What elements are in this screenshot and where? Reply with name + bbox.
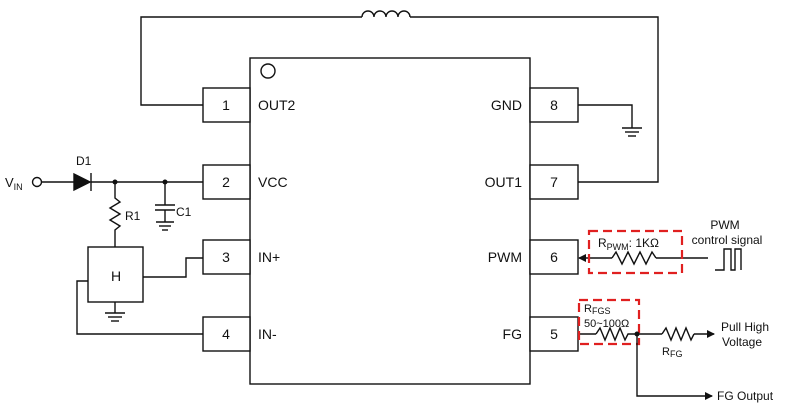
rfgs-label: RFGS bbox=[584, 303, 610, 316]
rpwm-label: RPWM: 1KΩ bbox=[598, 236, 659, 252]
svg-text:3: 3 bbox=[222, 249, 230, 265]
pin-5-label: FG bbox=[503, 326, 522, 342]
rpwm-resistor-icon bbox=[611, 250, 657, 266]
svg-text:2: 2 bbox=[222, 174, 230, 190]
pin-2: 2 VCC bbox=[202, 164, 288, 200]
in-plus-wire bbox=[143, 257, 203, 278]
rfgs-highlight-box bbox=[577, 298, 641, 346]
svg-text:4: 4 bbox=[222, 326, 230, 342]
pull-high-label-2: Voltage bbox=[722, 335, 762, 349]
svg-text:1: 1 bbox=[222, 97, 230, 113]
vin-label: VIN bbox=[5, 175, 23, 192]
pwm-signal-label-2: control signal bbox=[692, 233, 763, 247]
pin-8: 8 GND bbox=[491, 87, 579, 123]
pin-6: 6 PWM bbox=[488, 239, 579, 275]
rfgs-resistor-icon bbox=[595, 326, 637, 342]
vin-terminal bbox=[31, 176, 43, 188]
pin-1-label: OUT2 bbox=[258, 97, 296, 113]
motor-coil-wire bbox=[140, 10, 659, 183]
rfgs-value: 50~100Ω bbox=[584, 318, 629, 330]
pull-high-label-1: Pull High bbox=[721, 320, 769, 334]
hall-sensor bbox=[87, 246, 144, 303]
svg-text:6: 6 bbox=[550, 249, 558, 265]
pwm-signal-label-1: PWM bbox=[710, 218, 739, 232]
c1-label: C1 bbox=[176, 205, 192, 219]
inductor-icon bbox=[361, 10, 411, 18]
hall-label: H bbox=[111, 268, 121, 284]
pin-3: 3 IN+ bbox=[202, 239, 280, 275]
pin-4: 4 IN- bbox=[202, 316, 277, 352]
ic-body bbox=[249, 57, 531, 385]
pin-7-label: OUT1 bbox=[485, 174, 523, 190]
gnd-pin8-wire bbox=[578, 104, 633, 128]
diode-d1-icon bbox=[73, 172, 92, 192]
capacitor-c1-icon bbox=[155, 182, 175, 231]
hall-ground-icon bbox=[105, 302, 125, 322]
svg-text:8: 8 bbox=[550, 97, 558, 113]
pwm-signal-icon bbox=[715, 248, 742, 271]
pin1-marker bbox=[260, 63, 276, 79]
pin-5: 5 FG bbox=[503, 316, 579, 352]
r1-label: R1 bbox=[125, 209, 141, 223]
pin-4-label: IN- bbox=[258, 326, 277, 342]
pin-2-label: VCC bbox=[258, 174, 288, 190]
fg-output-label: FG Output bbox=[717, 389, 774, 403]
pin-3-label: IN+ bbox=[258, 249, 280, 265]
rpwm-highlight-box bbox=[587, 229, 684, 275]
rfg-resistor-icon bbox=[661, 326, 695, 342]
pin-8-label: GND bbox=[491, 97, 522, 113]
rfg-label: RFG bbox=[662, 346, 682, 359]
fg-output-wire bbox=[636, 334, 713, 400]
diode-label: D1 bbox=[76, 154, 92, 168]
ground-icon bbox=[622, 127, 642, 137]
resistor-r1-icon bbox=[108, 182, 122, 247]
svg-text:7: 7 bbox=[550, 174, 558, 190]
pin-1: 1 OUT2 bbox=[202, 87, 296, 123]
svg-text:5: 5 bbox=[550, 326, 558, 342]
in-minus-wire bbox=[76, 280, 203, 335]
pin-6-label: PWM bbox=[488, 249, 522, 265]
